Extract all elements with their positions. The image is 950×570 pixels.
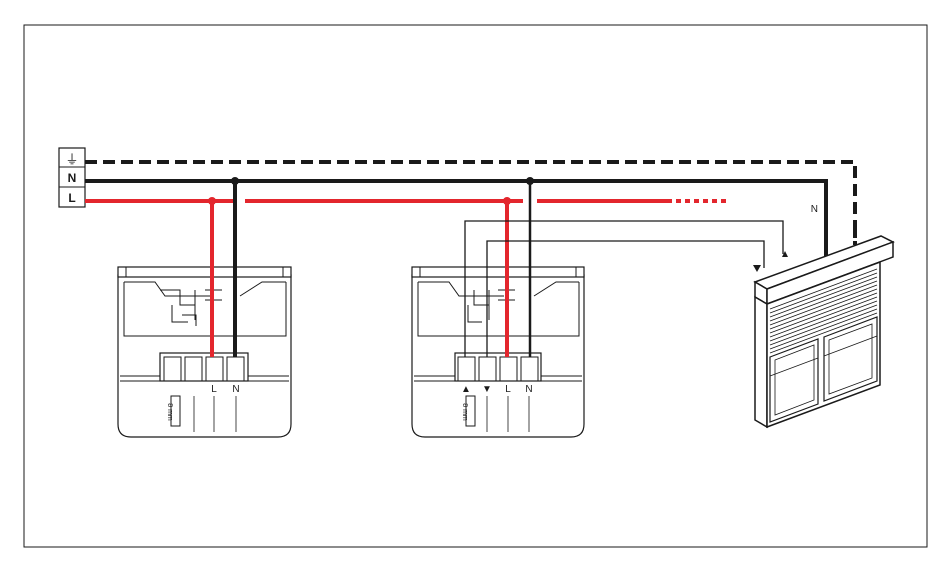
motor-down-arrow-marker <box>753 265 761 272</box>
left-neutral-junction <box>231 177 239 185</box>
right-shutter-device: ▲ ▼ L N 8 mm <box>412 267 584 437</box>
right-strip-length-note: 8 mm <box>461 403 468 421</box>
right-terminal-label-up: ▲ <box>461 384 471 395</box>
left-switch-device: L N 8 mm <box>118 267 291 437</box>
supply-line-label: L <box>68 191 75 205</box>
right-neutral-junction <box>526 177 534 185</box>
left-line-junction <box>208 197 216 205</box>
neutral-wire <box>85 181 826 249</box>
earth-symbol: ⏚ <box>65 152 78 167</box>
left-terminal-label-l: L <box>211 384 217 395</box>
supply-terminal-block: ⏚ N L <box>59 148 85 207</box>
supply-neutral-label: N <box>68 171 77 185</box>
right-terminal-label-n: N <box>525 384 532 395</box>
left-strip-length-note: 8 mm <box>166 403 173 421</box>
right-line-junction <box>503 197 511 205</box>
motor-neutral-label: N <box>811 204 818 215</box>
right-terminal-label-l: L <box>505 384 511 395</box>
roller-shutter <box>755 236 893 427</box>
right-terminal-label-down: ▼ <box>482 384 492 395</box>
left-terminal-label-n: N <box>232 384 239 395</box>
